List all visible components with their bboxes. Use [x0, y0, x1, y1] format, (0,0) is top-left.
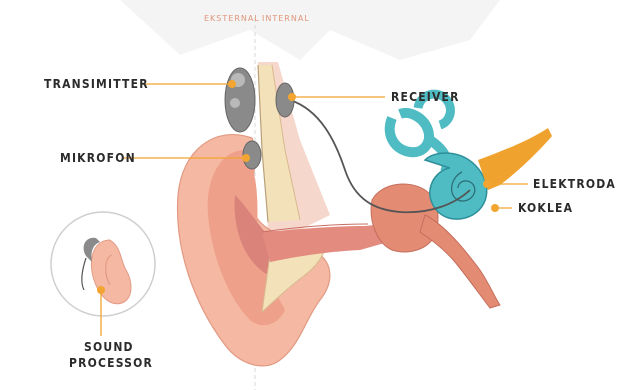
microphone-label: MIKROFON [60, 151, 136, 166]
electrode-label: ELEKTRODA [533, 177, 616, 192]
transmitter-device [225, 68, 255, 132]
transmitter-label: TRANSIMITTER [44, 77, 149, 92]
internal-label: INTERNAL [262, 14, 310, 23]
receiver-label: RECEIVER [391, 90, 460, 105]
eustachian-tube [420, 215, 500, 308]
watermark [120, 0, 500, 60]
sound-processor-label-line1: SOUND [84, 340, 134, 355]
sound-processor-inset [51, 212, 155, 316]
cochlea-label: KOKLEA [518, 201, 573, 216]
sound-processor-label-line2: PROCESSOR [69, 356, 153, 371]
external-label: EKSTERNAL [204, 14, 260, 23]
